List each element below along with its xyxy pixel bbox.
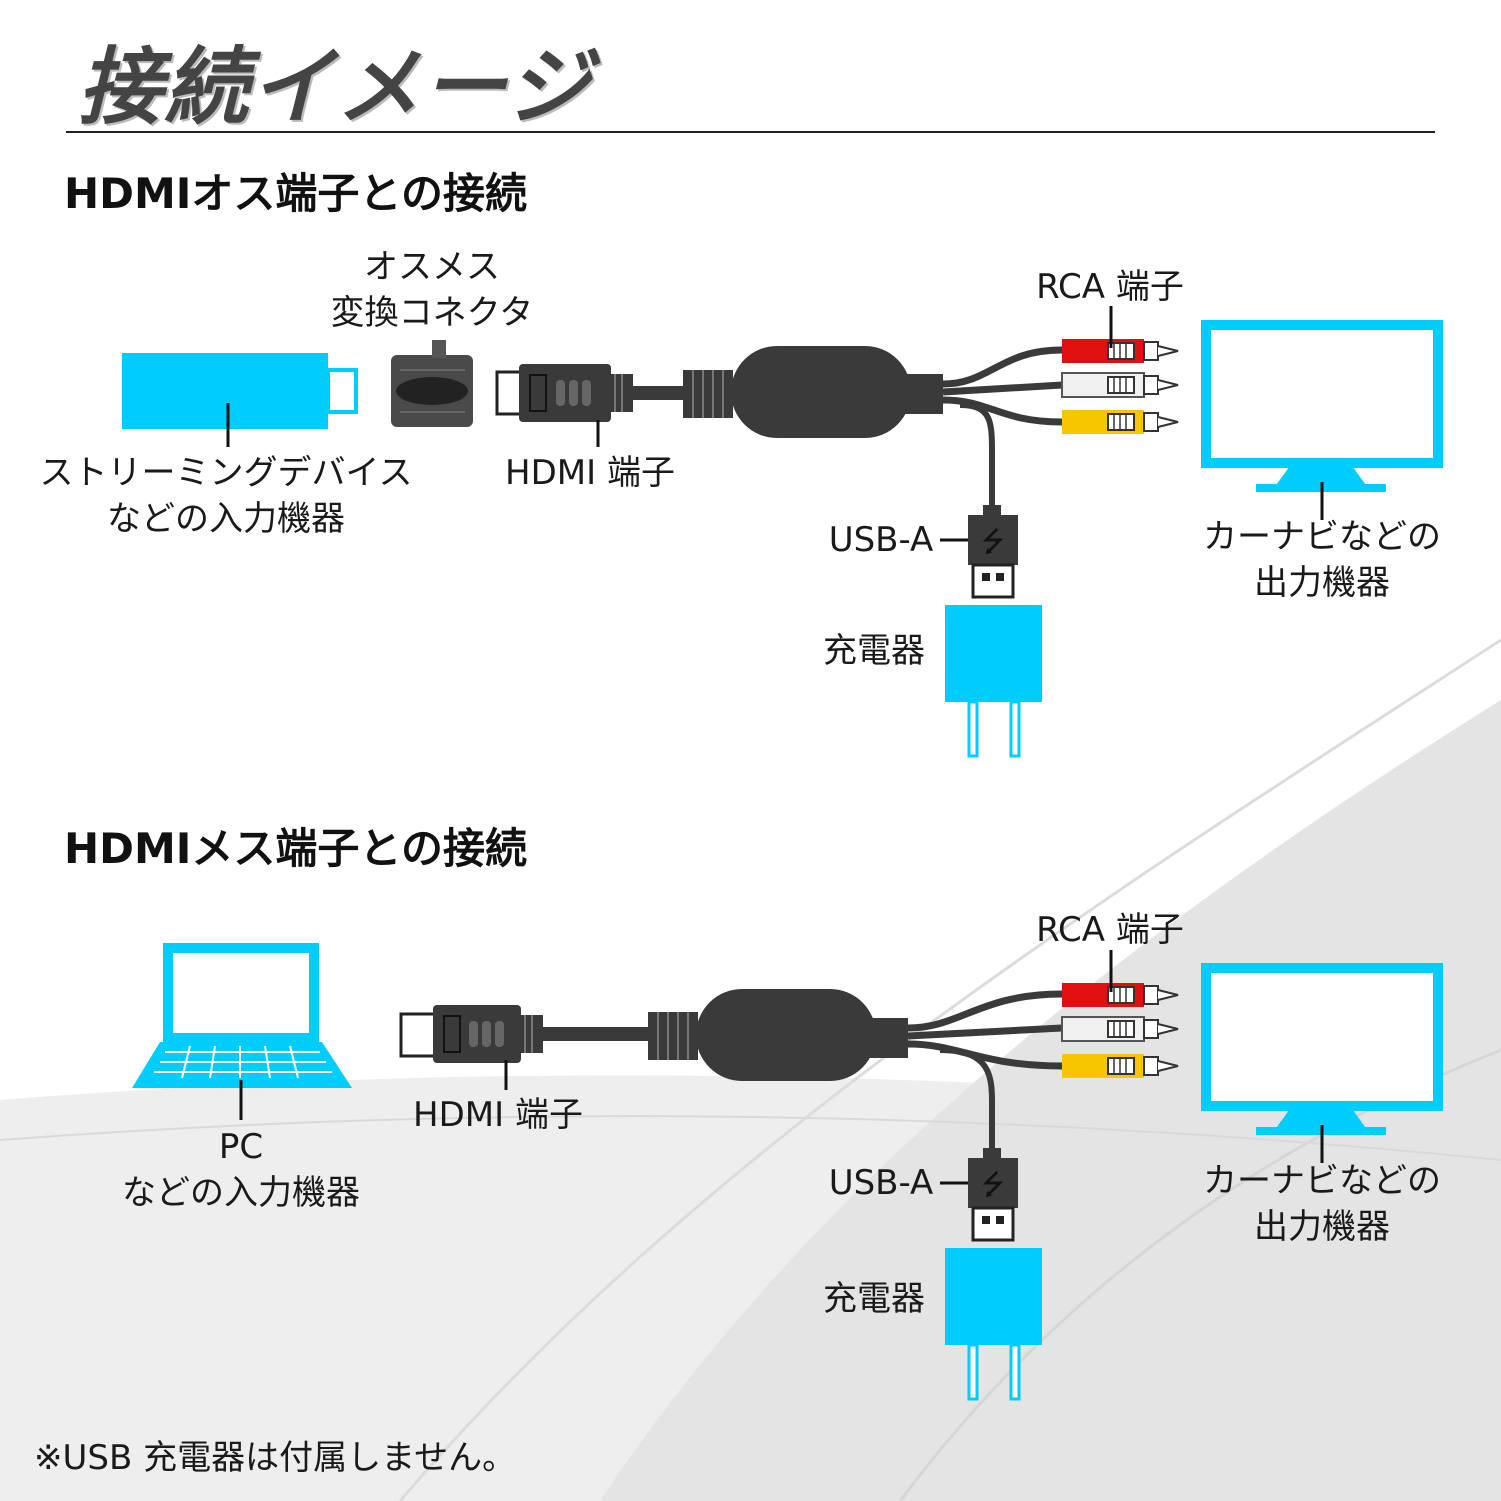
adapter-label: オスメス 変換コネクタ — [330, 247, 534, 333]
output-device-label: カーナビなどの 出力機器 — [1203, 517, 1441, 603]
usb-label: USB-A — [828, 520, 934, 560]
usb-a-plug-icon: ⭍ — [940, 1148, 1018, 1242]
hdmi-plug-icon — [495, 364, 633, 447]
usb-a-plug-icon: ⭍ — [940, 505, 1018, 599]
output-device-label: カーナビなどの 出力機器 — [1203, 1161, 1441, 1247]
streaming-device-icon — [122, 353, 358, 447]
rca-yellow-plug — [1062, 410, 1179, 434]
hdmi-label: HDMI 端子 — [413, 1095, 583, 1135]
rca-label: RCA 端子 — [1036, 267, 1184, 307]
section-heading-male: HDMIオス端子との接続 — [64, 169, 528, 218]
input-device-label: PC などの入力機器 — [122, 1127, 360, 1213]
rca-yellow-plug — [1062, 1054, 1179, 1078]
charger-icon — [945, 1248, 1042, 1401]
usb-label: USB-A — [828, 1163, 934, 1203]
adapter-connector-icon — [391, 340, 473, 427]
input-device-label: ストリーミングデバイス などの入力機器 — [39, 453, 413, 539]
rca-white-plug — [1061, 372, 1179, 398]
svg-text:⭍: ⭍ — [981, 1168, 1004, 1201]
rca-white-plug — [1061, 1016, 1179, 1042]
laptop-icon — [132, 943, 352, 1120]
rca-red-plug — [1062, 983, 1179, 1007]
footnote: ※USB 充電器は付属しません。 — [34, 1438, 517, 1478]
rca-label: RCA 端子 — [1036, 910, 1184, 950]
monitor-icon — [1201, 963, 1443, 1163]
converter-body — [731, 346, 911, 438]
hdmi-plug-icon — [399, 1005, 543, 1090]
charger-icon — [945, 605, 1042, 758]
converter-body — [696, 989, 876, 1081]
title-divider — [66, 131, 1435, 133]
rca-red-plug — [1062, 339, 1179, 363]
hdmi-label: HDMI 端子 — [505, 453, 675, 493]
svg-text:⭍: ⭍ — [981, 525, 1004, 558]
page-title: 接続イメージ — [78, 38, 593, 136]
section-heading-female: HDMIメス端子との接続 — [64, 824, 528, 873]
charger-label: 充電器 — [823, 1279, 925, 1319]
monitor-icon — [1201, 320, 1443, 520]
charger-label: 充電器 — [823, 631, 925, 671]
